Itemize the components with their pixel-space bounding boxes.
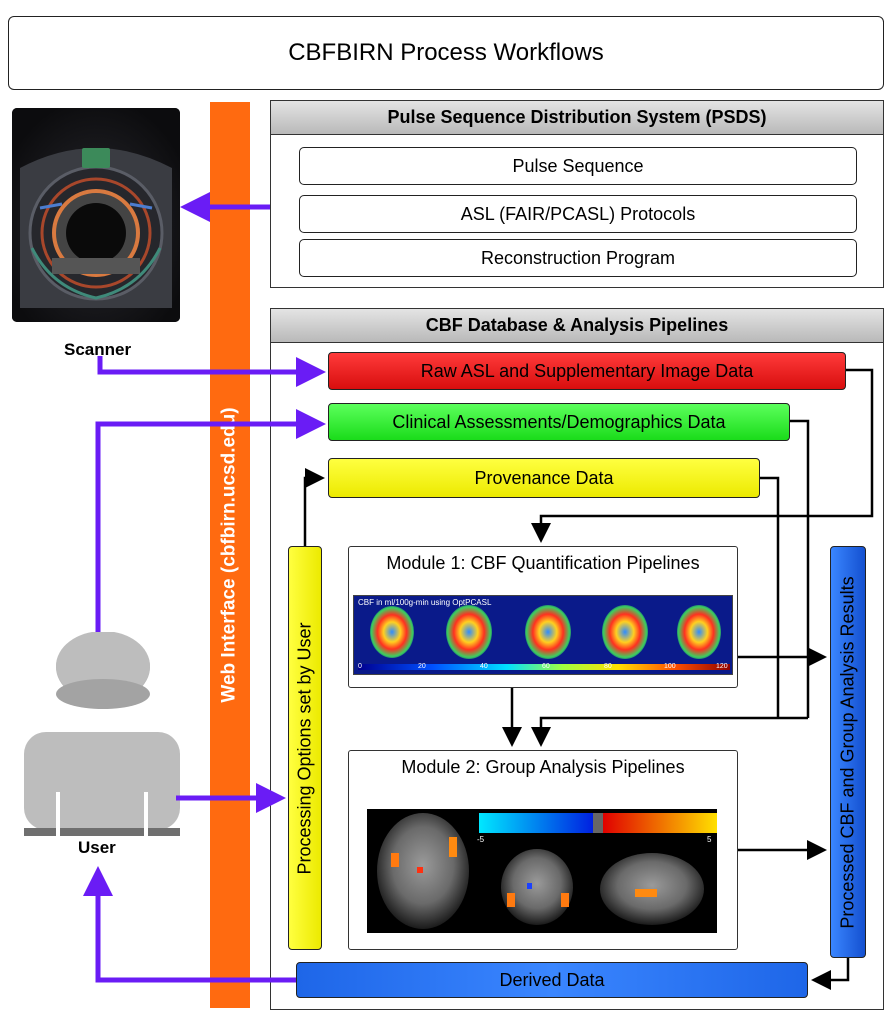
cbf-scale-tick: 60 — [542, 663, 550, 670]
psds-header: Pulse Sequence Distribution System (PSDS… — [271, 101, 883, 135]
module2-title: Module 2: Group Analysis Pipelines — [401, 756, 685, 777]
psds-item-reconstruction: Reconstruction Program — [299, 239, 857, 277]
processing-options-label: Processing Options set by User — [294, 621, 315, 875]
page-title: CBFBIRN Process Workflows — [8, 16, 884, 90]
scanner-label: Scanner — [64, 340, 132, 359]
web-interface-bar: Web Interface (cbfbirn.ucsd.edu) — [210, 102, 250, 1008]
module1-box: Module 1: CBF Quantification Pipelines C… — [348, 546, 738, 688]
arrow-derived-to-user — [83, 866, 296, 983]
psds-item-asl-protocols: ASL (FAIR/PCASL) Protocols — [299, 195, 857, 233]
group-scale-max: 5 — [707, 835, 712, 844]
cbf-scale-tick: 120 — [716, 663, 728, 670]
module2-box: Module 2: Group Analysis Pipelines — [348, 750, 738, 950]
web-interface-label: Web Interface (cbfbirn.ucsd.edu) — [219, 407, 240, 703]
psds-item-pulse-sequence: Pulse Sequence — [299, 147, 857, 185]
cbf-scale-tick: 20 — [418, 663, 426, 670]
cbf-scale-tick: 100 — [664, 663, 676, 670]
group-map-panel: -5 5 — [367, 809, 717, 933]
database-header: CBF Database & Analysis Pipelines — [271, 309, 883, 343]
derived-data-bar: Derived Data — [296, 962, 808, 998]
psds-section: Pulse Sequence Distribution System (PSDS… — [270, 100, 884, 288]
group-scale-min: -5 — [477, 835, 485, 844]
module1-title: Module 1: CBF Quantification Pipelines — [386, 552, 700, 573]
user-label: User — [78, 838, 116, 857]
processed-results-bar: Processed CBF and Group Analysis Results — [830, 546, 866, 958]
provenance-data-bar: Provenance Data — [328, 458, 760, 498]
processing-options-bar: Processing Options set by User — [288, 546, 322, 950]
cbf-scale-tick: 40 — [480, 663, 488, 670]
raw-data-bar: Raw ASL and Supplementary Image Data — [328, 352, 846, 390]
processed-results-label: Processed CBF and Group Analysis Results — [837, 575, 858, 929]
cbf-map-caption: CBF in ml/100g-min using OptPCASL — [358, 598, 492, 607]
user-icon — [24, 631, 180, 842]
cbf-scale-tick: 0 — [358, 663, 362, 670]
cbf-map-panel: CBF in ml/100g-min using OptPCASL — [353, 595, 733, 675]
scanner-image — [12, 108, 180, 322]
cbf-scale-tick: 80 — [604, 663, 612, 670]
clinical-data-bar: Clinical Assessments/Demographics Data — [328, 403, 790, 441]
